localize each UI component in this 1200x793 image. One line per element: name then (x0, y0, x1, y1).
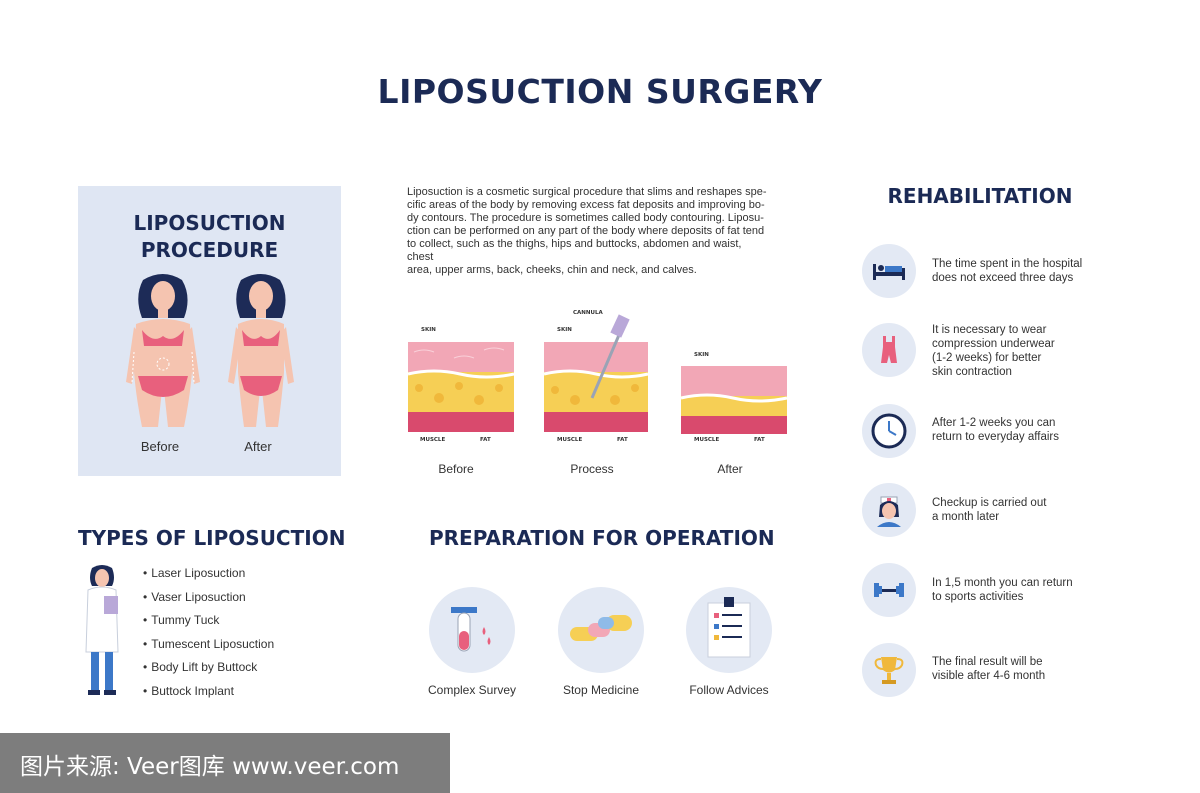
rehab-line: It is necessary to wear (932, 324, 1047, 336)
intro-line: area, upper arms, back, cheeks, chin and… (407, 264, 697, 276)
skin-label: SKIN (421, 327, 436, 333)
rehab-line: skin contraction (932, 366, 1012, 378)
watermark-banner: 图片来源: Veer图库 www.veer.com (0, 733, 450, 793)
after-label: After (244, 439, 272, 454)
intro-paragraph: Liposuction is a cosmetic surgical proce… (407, 186, 767, 277)
page-title: LIPOSUCTION SURGERY (377, 72, 823, 111)
list-item: Tumescent Liposuction (143, 637, 274, 661)
rehab-text: It is necessary to wear compression unde… (932, 323, 1112, 379)
clipboard-icon (686, 587, 772, 673)
skin-label: SKIN (557, 327, 572, 333)
procedure-title-line2: PROCEDURE (140, 238, 279, 262)
list-item: Body Lift by Buttock (143, 660, 274, 684)
woman-before-illustration (126, 274, 200, 427)
preparation-title: PREPARATION FOR OPERATION (429, 526, 775, 550)
nurse-icon (862, 483, 916, 537)
prep-label: Follow Advices (689, 683, 769, 697)
list-item: Buttock Implant (143, 684, 274, 708)
skin-layers-process-diagram (543, 314, 649, 432)
rehab-text: In 1,5 month you can return to sports ac… (932, 576, 1112, 604)
compression-underwear-icon (862, 323, 916, 377)
rehab-line: In 1,5 month you can return (932, 577, 1073, 589)
rehab-line: compression underwear (932, 338, 1055, 350)
list-item: Laser Liposuction (143, 566, 274, 590)
dumbbell-icon (862, 563, 916, 617)
rehab-line: visible after 4-6 month (932, 670, 1046, 682)
intro-line: dy contours. The procedure is sometimes … (407, 212, 764, 224)
list-item: Tummy Tuck (143, 613, 274, 637)
watermark-text: 图片来源: Veer图库 www.veer.com (20, 754, 400, 780)
rehab-line: does not exceed three days (932, 272, 1074, 284)
rehab-text: Checkup is carried out a month later (932, 496, 1112, 524)
pills-icon (558, 587, 644, 673)
layers-before-label: Before (438, 462, 474, 476)
rehab-line: After 1-2 weeks you can (932, 417, 1056, 429)
layers-process-label: Process (570, 462, 614, 476)
rehab-text: The time spent in the hospital does not … (932, 257, 1112, 285)
clock-icon (862, 404, 916, 458)
procedure-title-line1: LIPOSUCTION (133, 211, 286, 235)
test-tube-icon (429, 587, 515, 673)
intro-line: cific areas of the body by removing exce… (407, 199, 765, 211)
layers-after-label: After (717, 462, 743, 476)
muscle-label: MUSCLE (694, 437, 720, 443)
types-title: TYPES OF LIPOSUCTION (78, 526, 346, 550)
trophy-icon (862, 643, 916, 697)
rehab-line: The time spent in the hospital (932, 258, 1083, 270)
skin-layers-before-diagram (407, 342, 515, 432)
intro-line: ction can be performed on any part of th… (407, 225, 765, 237)
prep-label: Complex Survey (427, 683, 517, 697)
intro-line: Liposuction is a cosmetic surgical proce… (407, 186, 767, 198)
procedure-panel: LIPOSUCTION PROCEDURE Before After (78, 186, 341, 476)
skin-label: SKIN (694, 352, 709, 358)
doctor-illustration (85, 565, 119, 695)
skin-layers-after-diagram (680, 366, 788, 434)
rehab-line: The final result will be (932, 656, 1043, 668)
rehab-line: a month later (932, 511, 1000, 523)
types-list: Laser Liposuction Vaser Liposuction Tumm… (143, 566, 274, 707)
before-label: Before (140, 439, 180, 454)
list-item: Vaser Liposuction (143, 590, 274, 614)
fat-label: FAT (754, 437, 765, 443)
rehab-line: return to everyday affairs (932, 431, 1059, 443)
rehab-line: Checkup is carried out (932, 497, 1047, 509)
rehab-line: (1-2 weeks) for better (932, 352, 1042, 364)
rehabilitation-title: REHABILITATION (887, 184, 1073, 208)
bed-icon (862, 244, 916, 298)
rehab-line: to sports activities (932, 591, 1024, 603)
muscle-label: MUSCLE (557, 437, 583, 443)
rehab-text: The final result will be visible after 4… (932, 655, 1112, 683)
cannula-label: CANNULA (573, 310, 603, 316)
rehab-text: After 1-2 weeks you can return to everyd… (932, 416, 1112, 444)
procedure-title: LIPOSUCTION PROCEDURE (78, 210, 341, 264)
intro-line: to collect, such as the thighs, hips and… (407, 238, 742, 263)
muscle-label: MUSCLE (420, 437, 446, 443)
fat-label: FAT (617, 437, 628, 443)
fat-label: FAT (480, 437, 491, 443)
woman-after-illustration (228, 274, 294, 427)
prep-label: Stop Medicine (562, 683, 640, 697)
